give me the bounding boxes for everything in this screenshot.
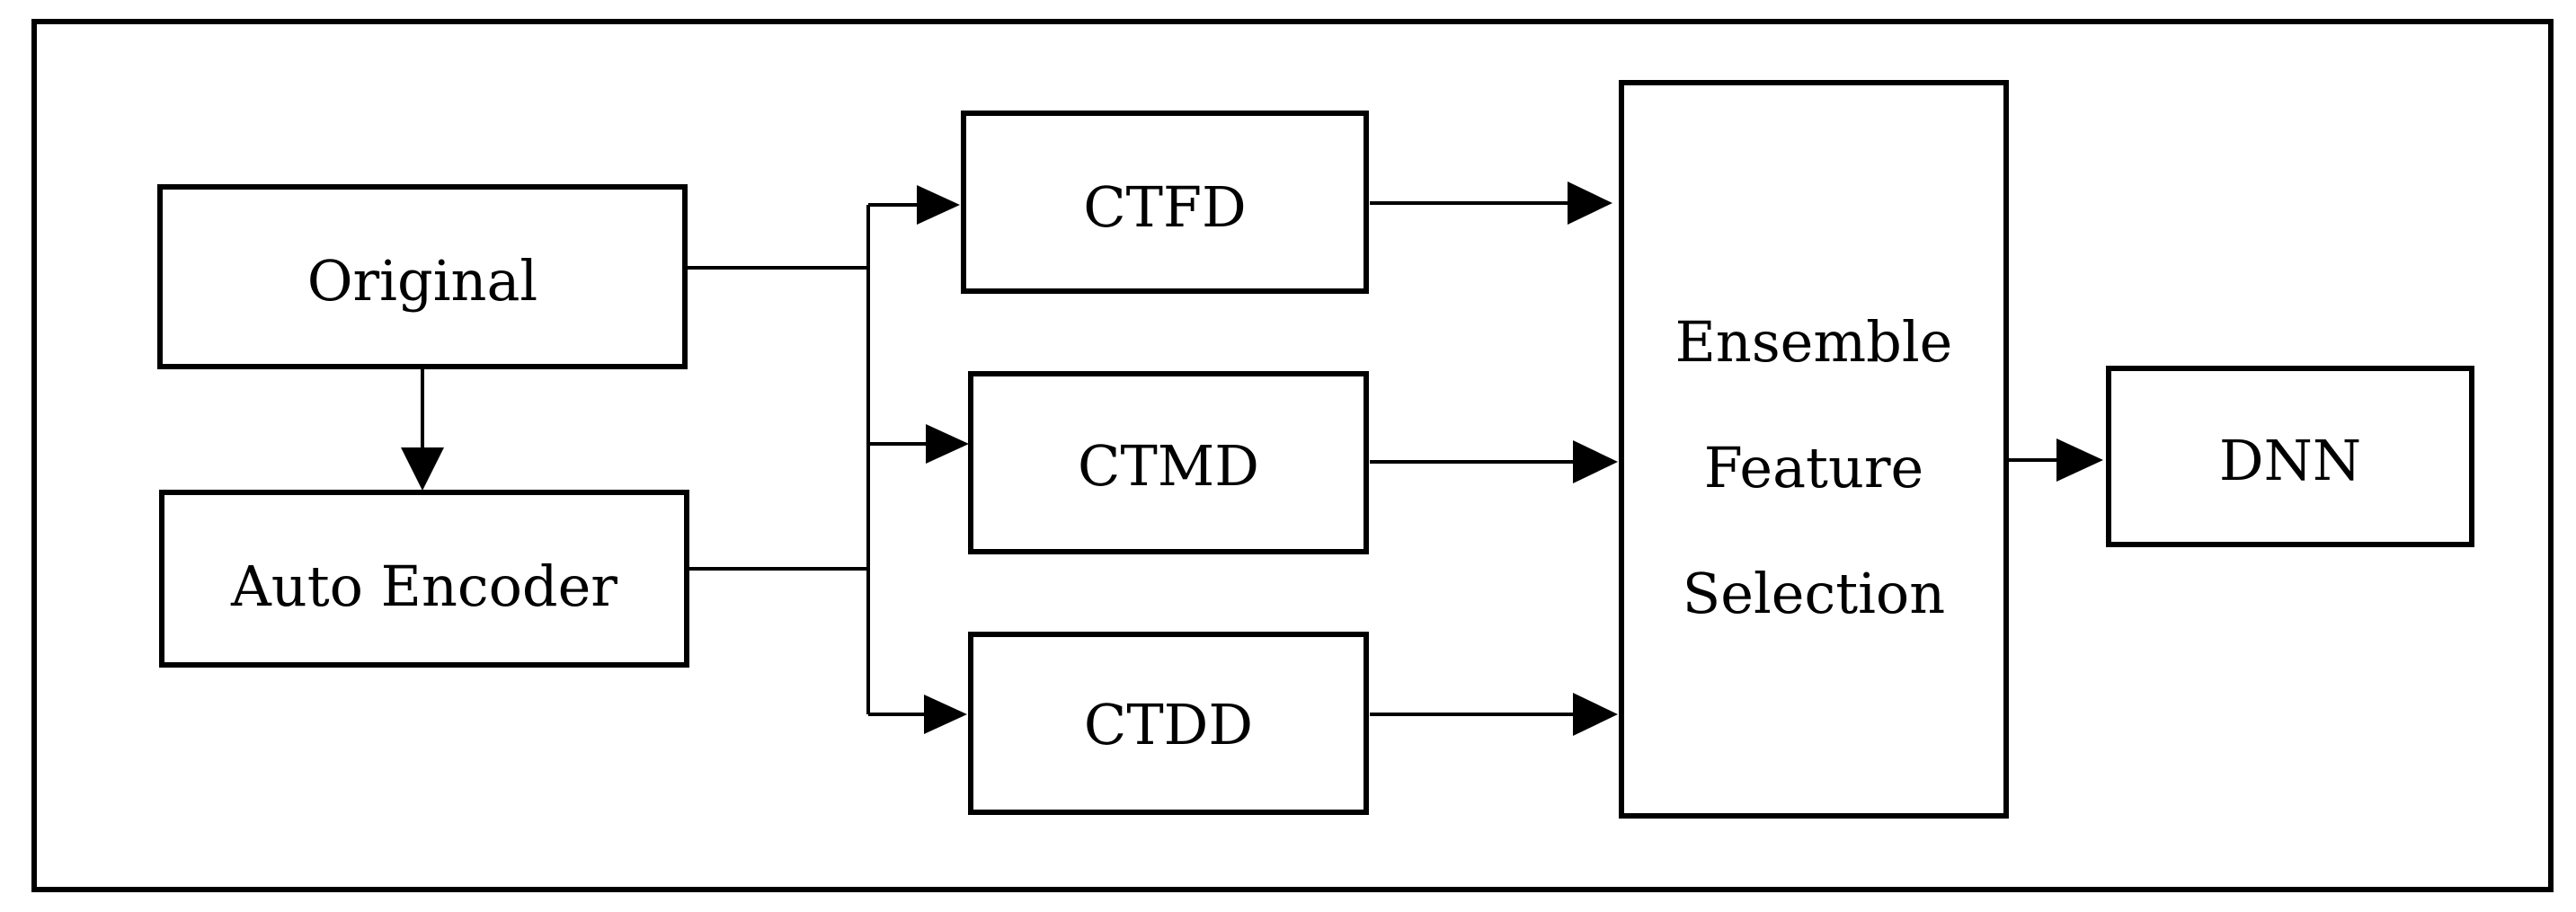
node-ensemble-line-2: Feature <box>1704 435 1923 500</box>
node-auto-encoder: Auto Encoder <box>159 490 689 668</box>
node-ctmd-label: CTMD <box>1078 433 1259 499</box>
node-ctdd-label: CTDD <box>1084 692 1253 757</box>
node-ensemble-line-1: Ensemble <box>1675 309 1953 375</box>
node-auto-encoder-label: Auto Encoder <box>230 553 617 619</box>
node-dnn-label: DNN <box>2219 428 2361 493</box>
edge-original-to-auto-encoder <box>401 367 444 491</box>
edge-ctdd-to-ensemble <box>1370 693 1618 736</box>
node-ctfd-label: CTFD <box>1083 174 1247 240</box>
node-original-label: Original <box>307 248 538 314</box>
edge-ctfd-to-ensemble <box>1370 182 1612 225</box>
edge-to-ctfd <box>868 185 960 225</box>
outer-frame <box>31 19 2554 892</box>
node-ctfd: CTFD <box>961 111 1369 294</box>
node-original: Original <box>157 184 688 369</box>
edge-to-ctmd <box>868 424 969 464</box>
edge-ensemble-to-dnn <box>2008 438 2103 482</box>
node-ensemble-feature-selection: Ensemble Feature Selection <box>1619 80 2009 819</box>
node-ctdd: CTDD <box>968 632 1369 815</box>
edge-to-ctdd <box>868 695 967 734</box>
node-ensemble-line-3: Selection <box>1683 561 1945 626</box>
edge-ctmd-to-ensemble <box>1370 440 1618 483</box>
edge-bus-left <box>685 205 870 714</box>
node-ctmd: CTMD <box>968 371 1369 554</box>
node-dnn: DNN <box>2106 366 2474 547</box>
